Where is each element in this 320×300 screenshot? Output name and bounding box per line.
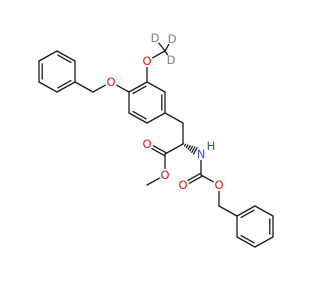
deuterium-atom-label: D xyxy=(151,31,160,45)
bond-ar_c5-ar_c6-inner xyxy=(132,110,147,120)
bond-cd3-d2 xyxy=(164,43,170,52)
deuterium-atom-label: D xyxy=(168,32,177,46)
hash-stroke xyxy=(192,147,198,155)
bond-cbz_c5-cbz_c6 xyxy=(236,236,256,248)
bond-ben_c3-ben_c4-inner xyxy=(57,79,72,89)
deuterium-atom-label: D xyxy=(167,53,176,67)
bond-ben_c4-ben_ch2 xyxy=(74,81,94,93)
bond-cbz_c4-cbz_c5 xyxy=(254,236,274,248)
bond-ar_c4-ar_c5 xyxy=(146,112,166,124)
bond-cbz_c1-cbz_c2 xyxy=(236,205,256,217)
bond-ben_c5-ben_c6 xyxy=(56,50,76,62)
oxygen-atom-label: O xyxy=(214,178,223,192)
bond-ben_c6-ben_c1 xyxy=(38,50,58,62)
bond-o_bn-ar_c1 xyxy=(116,84,130,93)
bond-c_carb-o_carb xyxy=(200,174,214,183)
oxygen-atom-label: O xyxy=(178,178,187,192)
bond-o_me-cd3 xyxy=(152,50,166,59)
hash-stroke xyxy=(187,145,191,150)
bond-c_alpha-c_ester xyxy=(164,143,184,155)
oxygen-atom-label: O xyxy=(106,75,115,89)
bond-cbz_c1-cbz_c2-inner xyxy=(240,209,255,219)
bond-c_ester-o_ester_dbl-second xyxy=(151,147,165,157)
hash-stroke xyxy=(183,143,187,147)
bond-o_ester-ch3_ester xyxy=(146,177,160,186)
oxygen-atom-label: O xyxy=(142,54,151,68)
bond-ar_c1-ar_c2-inner xyxy=(132,85,147,95)
bond-ben_c3-ben_c4 xyxy=(56,81,76,93)
bond-cd3-d3 xyxy=(164,50,169,56)
bond-c_carb-o_carb_dbl xyxy=(187,172,201,182)
bond-c_ester-o_ester_dbl xyxy=(152,145,167,154)
bond-c_carb-o_carb_dbl-second xyxy=(188,175,203,184)
bond-ben_ch2-o_bn xyxy=(92,84,106,93)
hashed-wedge-bond xyxy=(182,142,198,155)
bond-ben_c2-ben_c3 xyxy=(38,81,58,93)
bond-ar_c2-ar_c3 xyxy=(146,81,166,93)
bond-cbz_ch2-cbz_c1 xyxy=(218,205,238,217)
oxygen-atom-label: O xyxy=(142,137,151,151)
oxygen-atom-label: O xyxy=(160,168,169,182)
hash-stroke xyxy=(189,145,194,152)
amine-hydrogen-label: H xyxy=(207,139,216,153)
bond-ar_c4-ch2_beta xyxy=(164,112,184,124)
nitrogen-atom-label: N xyxy=(197,147,206,161)
diagram-background xyxy=(0,0,300,300)
bond-ar_c5-ar_c6 xyxy=(128,112,148,124)
bond-cd3-d1 xyxy=(158,42,166,52)
bonds-layer xyxy=(38,42,274,248)
bond-ben_c5-ben_c6-inner xyxy=(57,54,72,64)
bond-cbz_c2-cbz_c3 xyxy=(254,205,274,217)
bond-cbz_c5-cbz_c6-inner xyxy=(240,234,255,244)
hash-stroke xyxy=(185,144,189,149)
bond-ar_c1-ar_c2 xyxy=(128,81,148,93)
hash-stroke xyxy=(191,146,196,154)
